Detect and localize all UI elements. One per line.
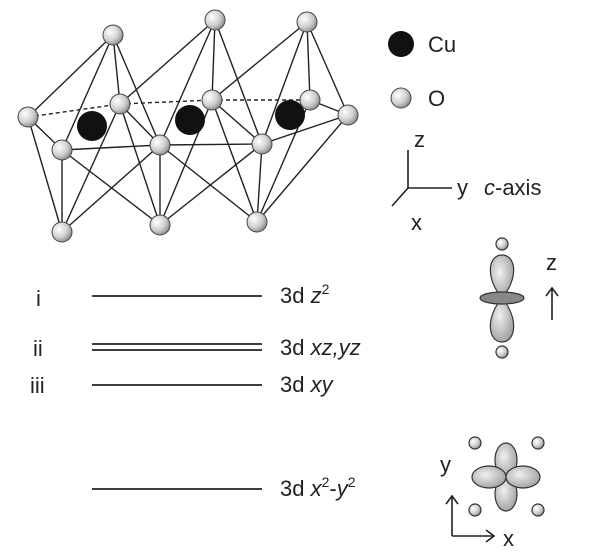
c-axis-rest: -axis <box>495 175 541 200</box>
o-atom <box>51 221 73 243</box>
cu-atom <box>77 111 107 141</box>
dx2y2-orbital-icon <box>468 436 545 517</box>
o-atoms <box>17 9 359 243</box>
o-atom <box>109 93 131 115</box>
legend-o-label: O <box>428 86 445 111</box>
c-axis-italic: c <box>484 175 495 200</box>
cu-atom <box>175 105 205 135</box>
o-atom <box>149 214 171 236</box>
level-i-label: 3d z2 <box>280 281 330 308</box>
axis-y-label: y <box>457 175 468 200</box>
level-ii-roman: ii <box>33 336 43 361</box>
c-axis-label: c-axis <box>484 175 541 200</box>
level-ii-label: 3d xz,yz <box>280 335 361 360</box>
o-atom <box>337 104 359 126</box>
axis-x-label: x <box>411 210 422 235</box>
legend: Cu O <box>388 31 456 111</box>
level-iii-label: 3d xy <box>280 372 335 397</box>
legend-o-marker <box>390 87 412 109</box>
legend-cu-label: Cu <box>428 32 456 57</box>
dx2y2-axis-arrows <box>445 494 496 543</box>
energy-levels <box>92 295 262 490</box>
dx2y2-x-label: x <box>503 526 514 551</box>
o-atom <box>102 24 124 46</box>
dx2y2-y-label: y <box>440 452 451 477</box>
o-atom <box>246 211 268 233</box>
o-atom <box>201 89 223 111</box>
level-x2y2-label: 3d x2-y2 <box>280 474 356 501</box>
o-atom <box>17 106 39 128</box>
legend-cu-marker <box>388 31 414 57</box>
cu-atoms <box>77 100 305 141</box>
dz2-axis-arrow <box>545 286 559 320</box>
o-atom <box>299 89 321 111</box>
o-atom <box>296 11 318 33</box>
dz2-orbital-icon <box>479 237 525 359</box>
o-atom <box>204 9 226 31</box>
axis-triad <box>391 150 452 207</box>
level-i-roman: i <box>36 286 41 311</box>
cu-atom <box>275 100 305 130</box>
o-atom <box>149 134 171 156</box>
dz2-axis-label: z <box>546 250 557 275</box>
octahedral-chain <box>27 19 349 233</box>
o-atom <box>251 133 273 155</box>
axis-z-label: z <box>414 127 425 152</box>
level-iii-roman: iii <box>30 373 45 398</box>
o-atom <box>51 139 73 161</box>
